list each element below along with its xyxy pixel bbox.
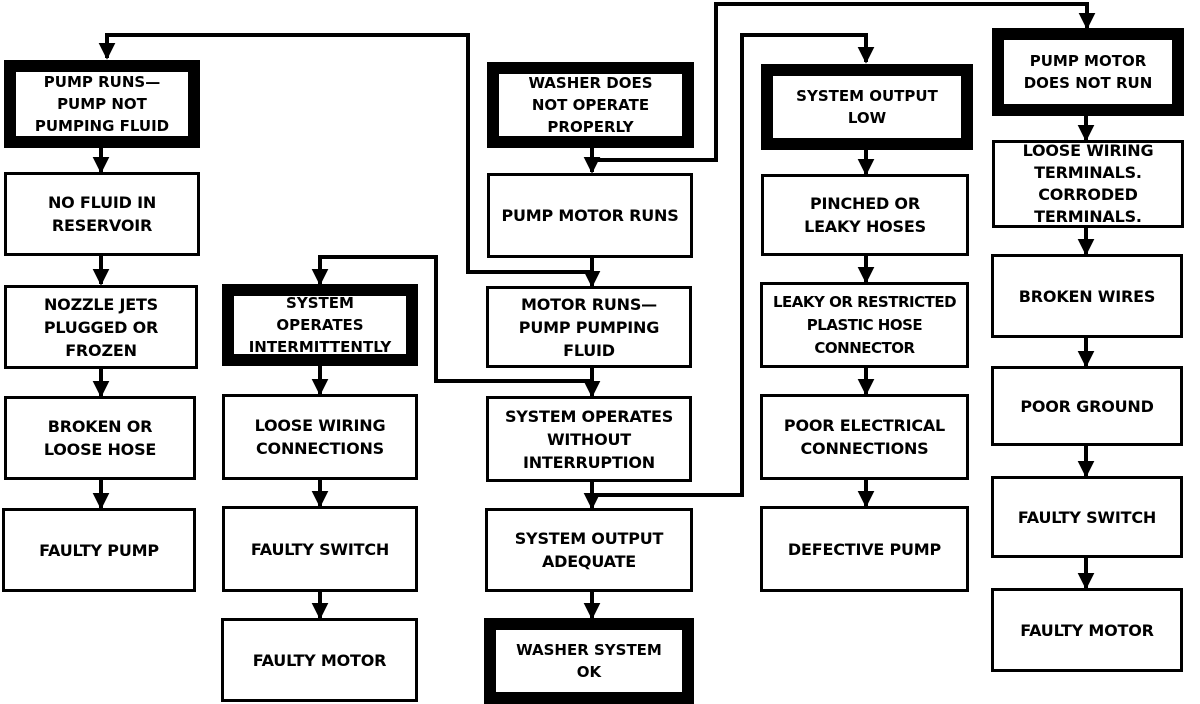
- node-broken-wires: BROKEN WIRES: [991, 254, 1183, 338]
- node-label: PUMP MOTOR DOES NOT RUN: [1023, 52, 1153, 92]
- node-output-low: SYSTEM OUTPUT LOW: [761, 64, 973, 150]
- node-label: POOR ELECTRICAL CONNECTIONS: [783, 416, 946, 458]
- branch-pump-motor-runs-to-pump-runs: [98, 33, 592, 274]
- node-operates-without-interruption: SYSTEM OPERATES WITHOUT INTERRUPTION: [486, 396, 692, 482]
- node-washer-ok: WASHER SYSTEM OK: [484, 618, 694, 704]
- node-label: FAULTY MOTOR: [252, 650, 387, 670]
- node-label: LOOSE WIRING CONNECTIONS: [254, 416, 386, 458]
- node-label: WASHER SYSTEM OK: [516, 641, 662, 681]
- node-nozzle-jets: NOZZLE JETS PLUGGED OR FROZEN: [4, 285, 198, 369]
- node-pump-motor-runs: PUMP MOTOR RUNS: [487, 173, 693, 258]
- node-broken-hose: BROKEN OR LOOSE HOSE: [4, 396, 196, 480]
- node-faulty-motor-b: FAULTY MOTOR: [991, 588, 1183, 672]
- branch-washer-to-motor-not-run: [592, 2, 1096, 162]
- node-faulty-switch-b: FAULTY SWITCH: [991, 476, 1183, 558]
- node-defective-pump: DEFECTIVE PUMP: [760, 506, 969, 592]
- node-no-fluid: NO FLUID IN RESERVOIR: [4, 172, 200, 256]
- node-leaky-connector: LEAKY OR RESTRICTED PLASTIC HOSE CONNECT…: [760, 282, 969, 368]
- node-output-adequate: SYSTEM OUTPUT ADEQUATE: [485, 508, 693, 592]
- node-loose-terminals: LOOSE WIRING TERMINALS. CORRODED TERMINA…: [992, 140, 1184, 228]
- node-label: PINCHED OR LEAKY HOSES: [804, 194, 926, 236]
- node-label: NOZZLE JETS PLUGGED OR FROZEN: [43, 294, 159, 360]
- node-label: FAULTY SWITCH: [1017, 507, 1157, 527]
- node-washer-not-operate: WASHER DOES NOT OPERATE PROPERLY: [487, 62, 694, 148]
- node-intermittent: SYSTEM OPERATES INTERMITTENTLY: [222, 284, 418, 366]
- node-label: MOTOR RUNS— PUMP PUMPING FLUID: [518, 294, 660, 360]
- node-label: BROKEN WIRES: [1018, 286, 1156, 306]
- node-faulty-motor-a: FAULTY MOTOR: [221, 618, 418, 702]
- node-faulty-pump: FAULTY PUMP: [2, 508, 196, 592]
- node-label: NO FLUID IN RESERVOIR: [47, 193, 157, 235]
- node-loose-wiring-connections: LOOSE WIRING CONNECTIONS: [222, 394, 418, 480]
- node-label: DEFECTIVE PUMP: [787, 539, 942, 559]
- node-poor-ground: POOR GROUND: [991, 366, 1183, 446]
- node-label: SYSTEM OPERATES INTERMITTENTLY: [248, 294, 392, 356]
- node-label: LOOSE WIRING TERMINALS. CORRODED TERMINA…: [1022, 141, 1154, 226]
- node-label: FAULTY SWITCH: [250, 539, 390, 559]
- node-label: SYSTEM OUTPUT LOW: [796, 87, 938, 127]
- node-label: SYSTEM OUTPUT ADEQUATE: [514, 529, 664, 571]
- node-label: POOR GROUND: [1020, 396, 1154, 416]
- branch-motor-runs-to-intermittent: [311, 255, 592, 383]
- node-label: PUMP RUNS— PUMP NOT PUMPING FLUID: [34, 73, 170, 135]
- node-label: FAULTY PUMP: [39, 540, 159, 560]
- node-label: LEAKY OR RESTRICTED PLASTIC HOSE CONNECT…: [772, 292, 957, 357]
- node-label: PUMP MOTOR RUNS: [501, 206, 679, 225]
- node-label: BROKEN OR LOOSE HOSE: [43, 417, 157, 459]
- node-poor-electrical: POOR ELECTRICAL CONNECTIONS: [760, 394, 969, 480]
- branch-operates-to-output-low: [592, 33, 875, 497]
- node-label: WASHER DOES NOT OPERATE PROPERLY: [528, 74, 653, 136]
- node-pinched-hoses: PINCHED OR LEAKY HOSES: [761, 174, 969, 256]
- node-label: SYSTEM OPERATES WITHOUT INTERRUPTION: [504, 406, 674, 472]
- node-faulty-switch-a: FAULTY SWITCH: [222, 506, 418, 592]
- node-motor-not-run: PUMP MOTOR DOES NOT RUN: [992, 28, 1184, 116]
- node-pump-runs-not-pumping: PUMP RUNS— PUMP NOT PUMPING FLUID: [4, 60, 200, 148]
- node-label: FAULTY MOTOR: [1020, 620, 1154, 640]
- node-motor-runs-pumping: MOTOR RUNS— PUMP PUMPING FLUID: [486, 286, 692, 368]
